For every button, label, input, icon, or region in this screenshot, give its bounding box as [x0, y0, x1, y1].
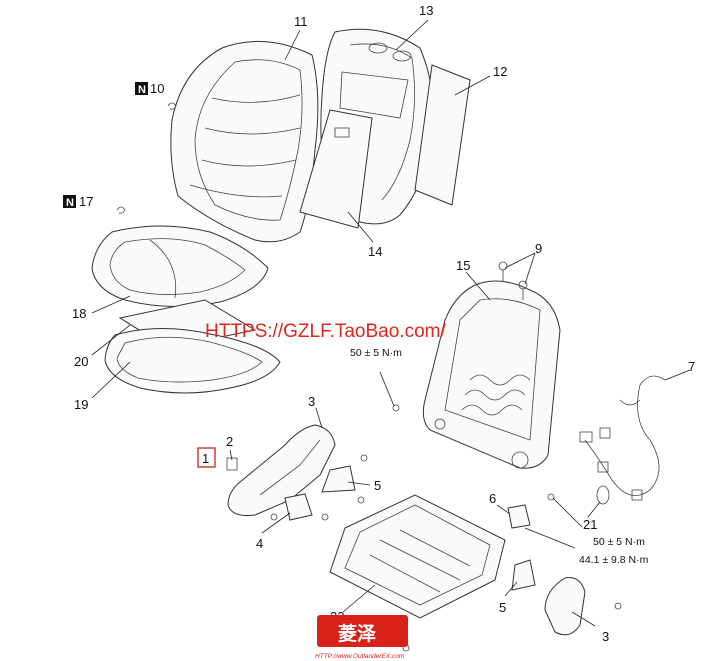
- callout-3b: 3: [602, 629, 609, 644]
- callout-14: 14: [368, 244, 382, 259]
- callout-5b: 5: [499, 600, 506, 615]
- seatback-cushion: [170, 40, 319, 243]
- callout-10: 10: [150, 81, 164, 96]
- callout-17: 17: [79, 194, 93, 209]
- leader-lines: [91, 19, 691, 627]
- svg-text:N: N: [138, 84, 146, 96]
- logo: 菱泽 HTTP://www.OutlanderEX.com: [315, 615, 408, 660]
- callout-box-1: [197, 447, 216, 468]
- torque-spec-right-1: 50 ± 5 N·m: [593, 536, 645, 548]
- seat-cushion-pad: [104, 328, 281, 394]
- seat-cushion-cover: [91, 225, 269, 307]
- clip-icon-17: [116, 206, 126, 214]
- callout-12: 12: [493, 64, 507, 79]
- torque-spec-upper: 50 ± 5 N·m: [350, 347, 402, 359]
- callout-2: 2: [226, 434, 233, 449]
- bracket-4: [284, 493, 313, 521]
- callout-9: 9: [535, 241, 542, 256]
- wiring-harness: [579, 375, 666, 501]
- callout-19: 19: [74, 397, 88, 412]
- new-part-marker-10: N: [135, 82, 148, 96]
- callout-11: 11: [294, 14, 308, 29]
- watermark-url: HTTPS://GZLF.TaoBao.com/: [205, 321, 446, 342]
- bolt-icon-set: [270, 404, 622, 652]
- seat-cushion-frame: [329, 494, 506, 619]
- seat-side-cover-left: [227, 424, 336, 516]
- svg-text:N: N: [66, 197, 74, 209]
- callout-5a: 5: [374, 478, 381, 493]
- bracket-5-lower: [511, 559, 536, 591]
- logo-url: HTTP://www.OutlanderEX.com: [315, 653, 405, 660]
- seatback-frame: [422, 280, 561, 469]
- seatback-board: [414, 64, 471, 206]
- harness-clip-icon: [596, 485, 610, 505]
- callout-7: 7: [688, 359, 695, 374]
- bolt-icon-9b: [518, 280, 528, 300]
- clip-icon-10: [167, 102, 177, 110]
- torque-spec-right-2: 44.1 ± 9.8 N·m: [579, 554, 649, 566]
- callout-20: 20: [74, 354, 88, 369]
- bolt-icon-9a: [498, 261, 508, 282]
- bracket-5-left: [321, 465, 356, 493]
- callout-21: 21: [583, 517, 597, 532]
- callout-6: 6: [489, 491, 496, 506]
- callout-13: 13: [419, 3, 433, 18]
- callout-4: 4: [256, 536, 263, 551]
- logo-text: 菱泽: [338, 622, 376, 645]
- callout-18: 18: [72, 306, 86, 321]
- seat-side-cover-right: [544, 577, 586, 636]
- logo-badge: [317, 615, 408, 647]
- callout-1: 1: [202, 451, 209, 466]
- seatback-pad: [299, 109, 373, 229]
- callout-15: 15: [456, 258, 470, 273]
- seat-belt-buckle: [507, 504, 531, 529]
- callout-3a: 3: [308, 394, 315, 409]
- new-part-marker-17: N: [63, 195, 76, 209]
